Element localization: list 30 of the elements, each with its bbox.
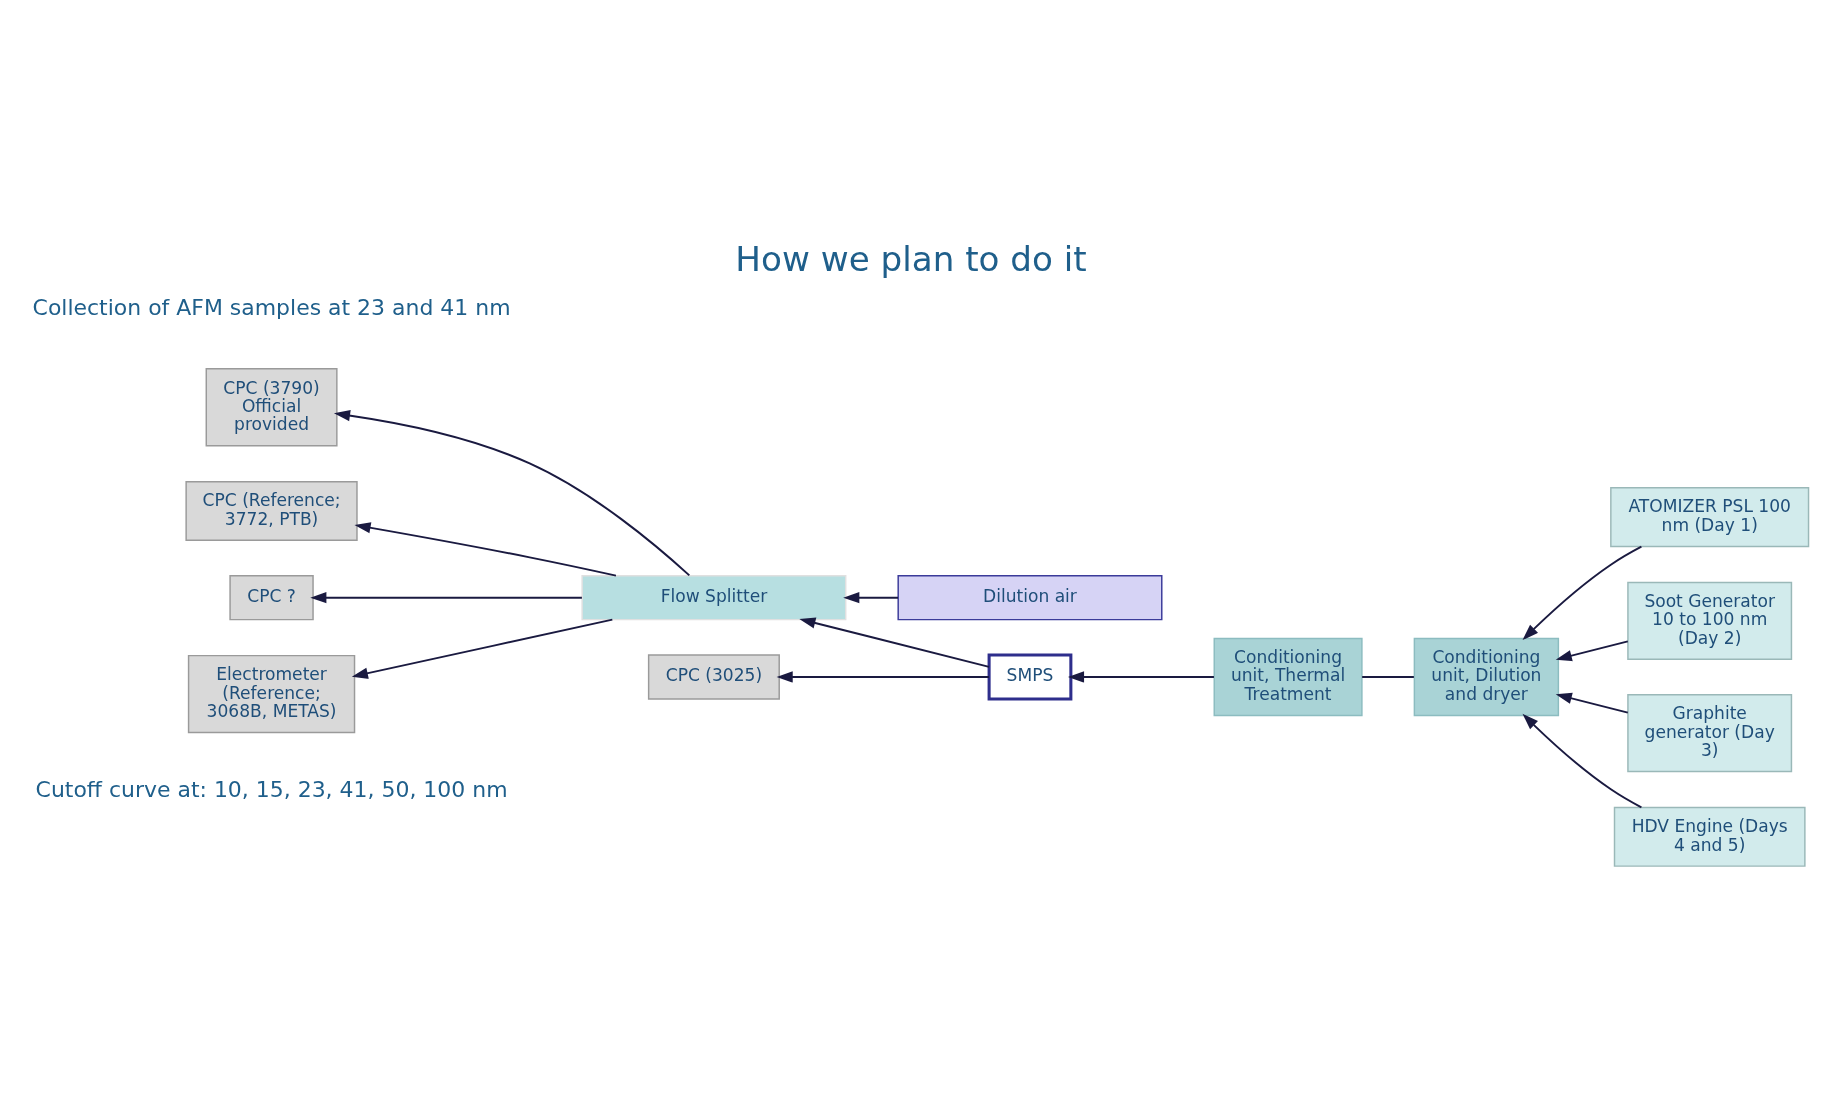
arrow [843, 592, 899, 604]
node-box: Soot Generator 10 to 100 nm (Day 2) [1627, 581, 1793, 660]
node-box: Flow Splitter [581, 574, 847, 621]
label: Cutoff curve at: 10, 15, 23, 41, 50, 100 nm [35, 777, 508, 803]
arrow [310, 592, 583, 604]
node-box: HDV Engine (Days 4 and 5) [1613, 806, 1806, 867]
node-box: ATOMIZER PSL 100 nm (Day 1) [1610, 487, 1810, 548]
arrow [1522, 545, 1643, 641]
node-box: CPC (Reference; 3772, PTB) [185, 481, 358, 542]
arrow [1555, 640, 1629, 662]
node-box: CPC ? [229, 574, 314, 621]
node-box: CPC (3025) [647, 654, 780, 700]
diagram-title: How we plan to do it [735, 239, 1087, 280]
label: Collection of AFM samples at 23 and 41 nm [32, 295, 511, 321]
arrow [776, 671, 990, 683]
node-box: Graphite generator (Day 3) [1627, 693, 1793, 773]
node-box: CPC (3790) Official provided [205, 368, 338, 447]
node-box: Electrometer (Reference; 3068B, METAS) [187, 654, 356, 734]
connector [1361, 676, 1415, 678]
arrow [354, 522, 617, 577]
arrow [799, 617, 990, 668]
arrow [1522, 713, 1643, 809]
node-box: SMPS [987, 653, 1073, 701]
arrow [1555, 692, 1629, 714]
arrow [1067, 671, 1215, 683]
arrow [351, 618, 614, 679]
node-box: Conditioning unit, Thermal Treatment [1213, 637, 1363, 717]
node-box: Dilution air [897, 574, 1163, 621]
node-box: Conditioning unit, Dilution and dryer [1413, 637, 1560, 717]
arrow [333, 410, 691, 577]
